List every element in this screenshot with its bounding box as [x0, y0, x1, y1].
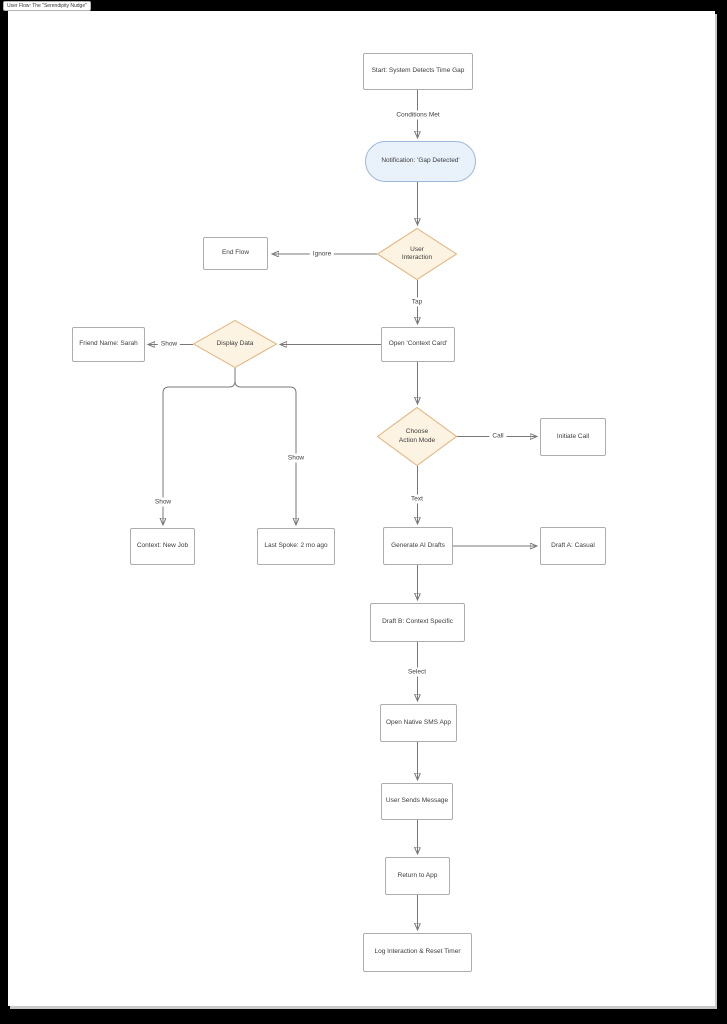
edge-label-call: Call: [489, 431, 507, 441]
diamond-shape: [377, 407, 457, 466]
node-generate-ai-drafts-label: Generate AI Drafts: [391, 541, 445, 549]
node-draft-a-label: Draft A: Casual: [551, 541, 595, 549]
diamond-shape: [193, 320, 277, 368]
node-open-context-card-label: Open 'Context Card': [388, 340, 448, 348]
node-return-to-app-label: Return to App: [397, 871, 438, 879]
node-friend-name: Friend Name: Sarah: [72, 327, 145, 362]
node-start-label: Start: System Detects Time Gap: [371, 67, 465, 75]
node-start: Start: System Detects Time Gap: [363, 53, 473, 90]
node-user-sends-message: User Sends Message: [381, 783, 453, 820]
node-last-spoke: Last Spoke: 2 mo ago: [257, 528, 335, 565]
edge-label-text: Text: [408, 494, 426, 504]
node-draft-b-label: Draft B: Context Specific: [382, 618, 453, 626]
node-choose-action-mode-label: Choose Action Mode: [398, 428, 436, 444]
diamond-shape: [377, 228, 457, 280]
node-initiate-call: Initiate Call: [540, 418, 606, 456]
node-end-flow: End Flow: [203, 237, 268, 270]
node-log-interaction: Log Interaction & Reset Timer: [363, 933, 472, 972]
node-user-interaction-label: User Interaction: [401, 245, 433, 261]
node-context-new-job: Context: New Job: [130, 528, 195, 565]
edge-label-ignore: Ignore: [309, 249, 335, 259]
node-draft-b: Draft B: Context Specific: [370, 603, 465, 642]
node-open-sms-label: Open Native SMS App: [385, 718, 452, 726]
edge-label-show-context: Show: [151, 497, 175, 507]
node-user-sends-message-label: User Sends Message: [385, 797, 449, 805]
node-notification-label: Notification: 'Gap Detected': [381, 157, 460, 165]
node-context-new-job-label: Context: New Job: [136, 542, 189, 550]
node-display-data-label: Display Data: [216, 339, 254, 347]
edge-label-show-last-spoke: Show: [284, 453, 308, 463]
node-open-context-card: Open 'Context Card': [381, 327, 455, 362]
node-last-spoke-label: Last Spoke: 2 mo ago: [264, 542, 328, 550]
node-choose-action-mode: Choose Action Mode: [377, 407, 457, 466]
node-open-sms: Open Native SMS App: [380, 704, 457, 742]
node-user-interaction: User Interaction: [377, 228, 457, 280]
node-return-to-app: Return to App: [385, 857, 450, 895]
diagram-page: [8, 11, 715, 1006]
node-notification: Notification: 'Gap Detected': [365, 141, 476, 182]
edge-label-select: Select: [404, 667, 430, 677]
node-end-flow-label: End Flow: [221, 249, 250, 257]
edge-label-show-friend: Show: [157, 339, 181, 349]
edge-label-tap: Tap: [408, 297, 426, 307]
node-initiate-call-label: Initiate Call: [556, 432, 590, 440]
node-display-data: Display Data: [193, 320, 277, 368]
node-log-interaction-label: Log Interaction & Reset Timer: [374, 948, 461, 956]
node-draft-a: Draft A: Casual: [540, 527, 606, 565]
window-tab[interactable]: User Flow: The "Serendipity Nudge": [3, 1, 91, 11]
edge-label-conditions-met: Conditions Met: [393, 110, 443, 120]
node-friend-name-label: Friend Name: Sarah: [79, 340, 138, 348]
node-generate-ai-drafts: Generate AI Drafts: [383, 527, 453, 565]
